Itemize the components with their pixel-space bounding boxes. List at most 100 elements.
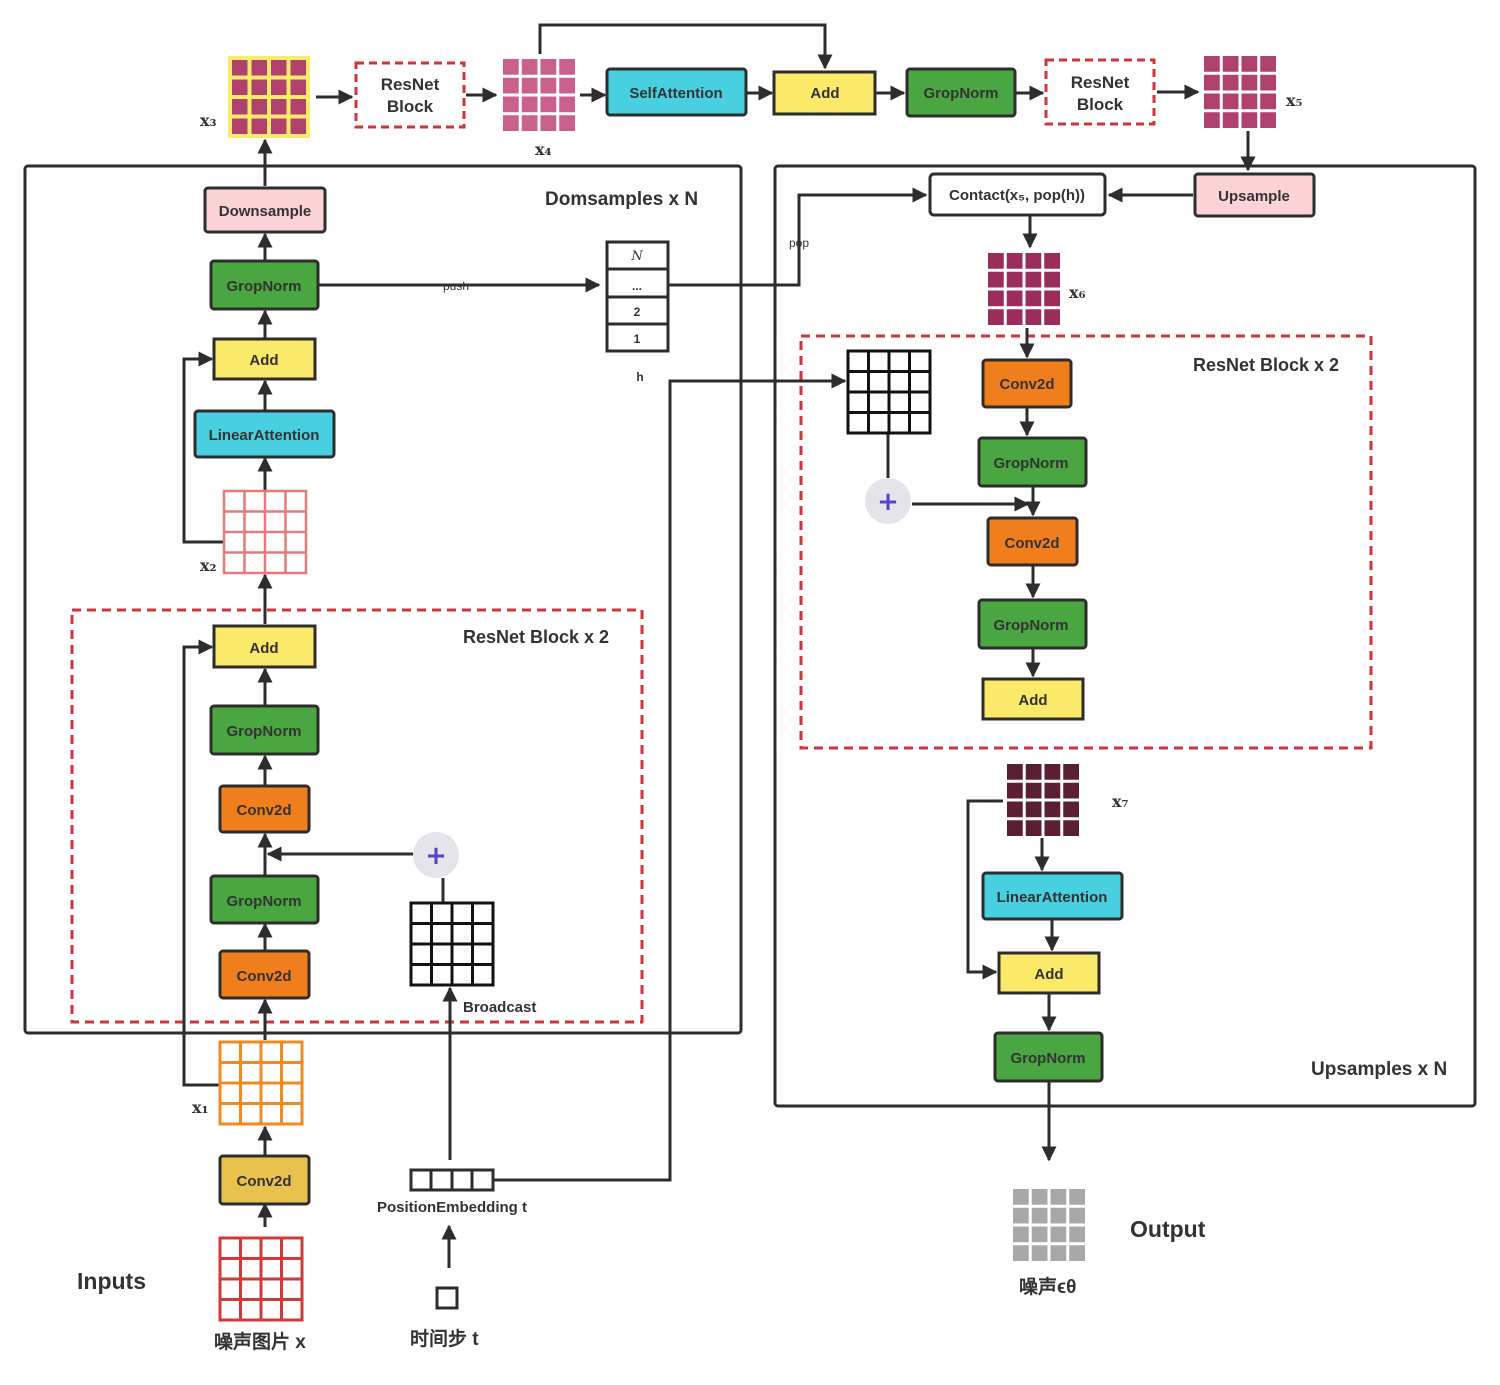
- add-left-top-label: Add: [249, 352, 278, 369]
- upsamples-label: Upsamples x N: [1311, 1059, 1447, 1080]
- timestep-label: 时间步 t: [410, 1328, 479, 1350]
- inputs-label: Inputs: [77, 1268, 146, 1294]
- tensor-label-x7: x₇: [1112, 792, 1129, 811]
- conv-right-1-label: Conv2d: [999, 376, 1054, 393]
- norm-right-out-label: GropNorm: [1011, 1050, 1086, 1067]
- push-label: push: [443, 279, 469, 293]
- tensor-x2: [222, 489, 308, 575]
- tensor-x3: [228, 56, 310, 138]
- resnet-block-right-label: ResNet Block x 2: [1193, 355, 1339, 375]
- noise-output-label: 噪声ϵθ: [1019, 1275, 1076, 1298]
- add-left-top-block: [212, 337, 317, 381]
- self-attention-label: SelfAttention: [629, 85, 722, 102]
- tensor-x4: [503, 59, 575, 131]
- tensor-label-x4: x₄: [535, 140, 552, 159]
- timestep-square: [435, 1286, 459, 1310]
- downsamples-container: [23, 164, 743, 1035]
- downsamples-label: Domsamples x N: [545, 189, 698, 210]
- broadcast-label: Broadcast: [463, 999, 536, 1016]
- contact-label: Contact(x₅, pop(h)): [949, 187, 1085, 204]
- plus-node-right: [865, 478, 911, 524]
- norm-right-2-label: GropNorm: [994, 617, 1069, 634]
- conv-left-res2-block: [218, 784, 311, 834]
- add-right-res-block: [981, 677, 1085, 721]
- resnet-block-top-2-line2: Block: [1077, 95, 1124, 114]
- tensor-input-x: [218, 1236, 304, 1322]
- plus-icon-right: +: [877, 487, 899, 517]
- conv-input-block: [218, 1154, 311, 1206]
- add-right-res-label: Add: [1018, 692, 1047, 709]
- broadcast-grid-left: [409, 901, 495, 987]
- output-label: Output: [1130, 1216, 1206, 1242]
- conv-input-label: Conv2d: [236, 1173, 291, 1190]
- resnet-block-top-1: [354, 61, 466, 129]
- norm-left-res2-block: [209, 704, 320, 756]
- plus-icon-left: +: [425, 841, 447, 871]
- upsamples-container: [773, 164, 1477, 1108]
- tensor-x6: [988, 253, 1060, 325]
- norm-left-res1-label: GropNorm: [227, 893, 302, 910]
- conv-left-res1-block: [218, 949, 311, 1000]
- connectors: [182, 23, 1256, 1268]
- resnet-block-top-1-line2: Block: [387, 97, 434, 116]
- stack-label: h: [636, 370, 643, 384]
- tensor-label-x2: x₂: [200, 556, 217, 575]
- conv-right-2-block: [986, 516, 1079, 567]
- tensor-label-x3: x₃: [200, 111, 217, 130]
- linear-attention-right-label: LinearAttention: [997, 889, 1108, 906]
- resnet-block-left: [70, 608, 644, 1024]
- stack-cell-2: 2: [634, 305, 641, 319]
- resnet-block-right: [799, 334, 1373, 750]
- tensor-x7: [1007, 764, 1079, 836]
- norm-right-2-block: [977, 598, 1088, 650]
- add-top-block: [772, 70, 877, 116]
- norm-left-top-label: GropNorm: [227, 278, 302, 295]
- contact-block: [928, 172, 1107, 217]
- add-right-block: [997, 951, 1101, 995]
- stack-cell-ellipsis: ...: [632, 279, 642, 293]
- add-top-label: Add: [810, 85, 839, 102]
- broadcast-grid-right: [846, 349, 932, 435]
- norm-top-label: GropNorm: [924, 85, 999, 102]
- norm-top-block: [905, 67, 1017, 118]
- position-embedding-strip: [409, 1168, 495, 1192]
- stack-cell-n: N: [630, 249, 643, 264]
- linear-attention-right-block: [981, 871, 1124, 921]
- norm-left-res1-block: [209, 874, 320, 925]
- conv-left-res1-label: Conv2d: [236, 968, 291, 985]
- add-left-res-block: [212, 624, 317, 669]
- norm-left-top-block: [209, 259, 320, 311]
- conv-right-2-label: Conv2d: [1004, 535, 1059, 552]
- stack-cell-1: 1: [634, 332, 641, 346]
- resnet-block-top-2-line1: ResNet: [1071, 73, 1130, 92]
- noisy-image-label: 噪声图片 x: [214, 1330, 306, 1353]
- norm-right-1-block: [977, 436, 1088, 488]
- stack-h: [605, 240, 670, 353]
- downsample-label: Downsample: [219, 203, 312, 220]
- pop-label: pop: [789, 236, 809, 250]
- self-attention-block: [605, 67, 748, 117]
- norm-left-res2-label: GropNorm: [227, 723, 302, 740]
- tensor-grids: [218, 56, 1276, 1322]
- downsample-block: [203, 186, 327, 234]
- tensor-label-x6: x₆: [1069, 283, 1086, 302]
- resnet-block-left-label: ResNet Block x 2: [463, 627, 609, 647]
- tensor-x5: [1204, 56, 1276, 128]
- tensor-label-x5: x₅: [1286, 91, 1303, 110]
- resnet-block-top-2: [1044, 58, 1156, 126]
- linear-attention-left-label: LinearAttention: [209, 427, 320, 444]
- add-left-res-label: Add: [249, 640, 278, 657]
- norm-right-out-block: [993, 1031, 1104, 1083]
- plus-node-left: [413, 832, 459, 878]
- add-right-label: Add: [1034, 966, 1063, 983]
- tensor-label-x1: x₁: [192, 1098, 209, 1117]
- norm-right-1-label: GropNorm: [994, 455, 1069, 472]
- position-embedding-label: PositionEmbedding t: [377, 1199, 527, 1216]
- conv-left-res2-label: Conv2d: [236, 802, 291, 819]
- conv-right-1-block: [981, 358, 1073, 409]
- tensor-x1: [218, 1040, 304, 1126]
- tensor-output: [1013, 1189, 1085, 1261]
- upsample-block: [1193, 172, 1316, 218]
- linear-attention-left-block: [193, 409, 336, 459]
